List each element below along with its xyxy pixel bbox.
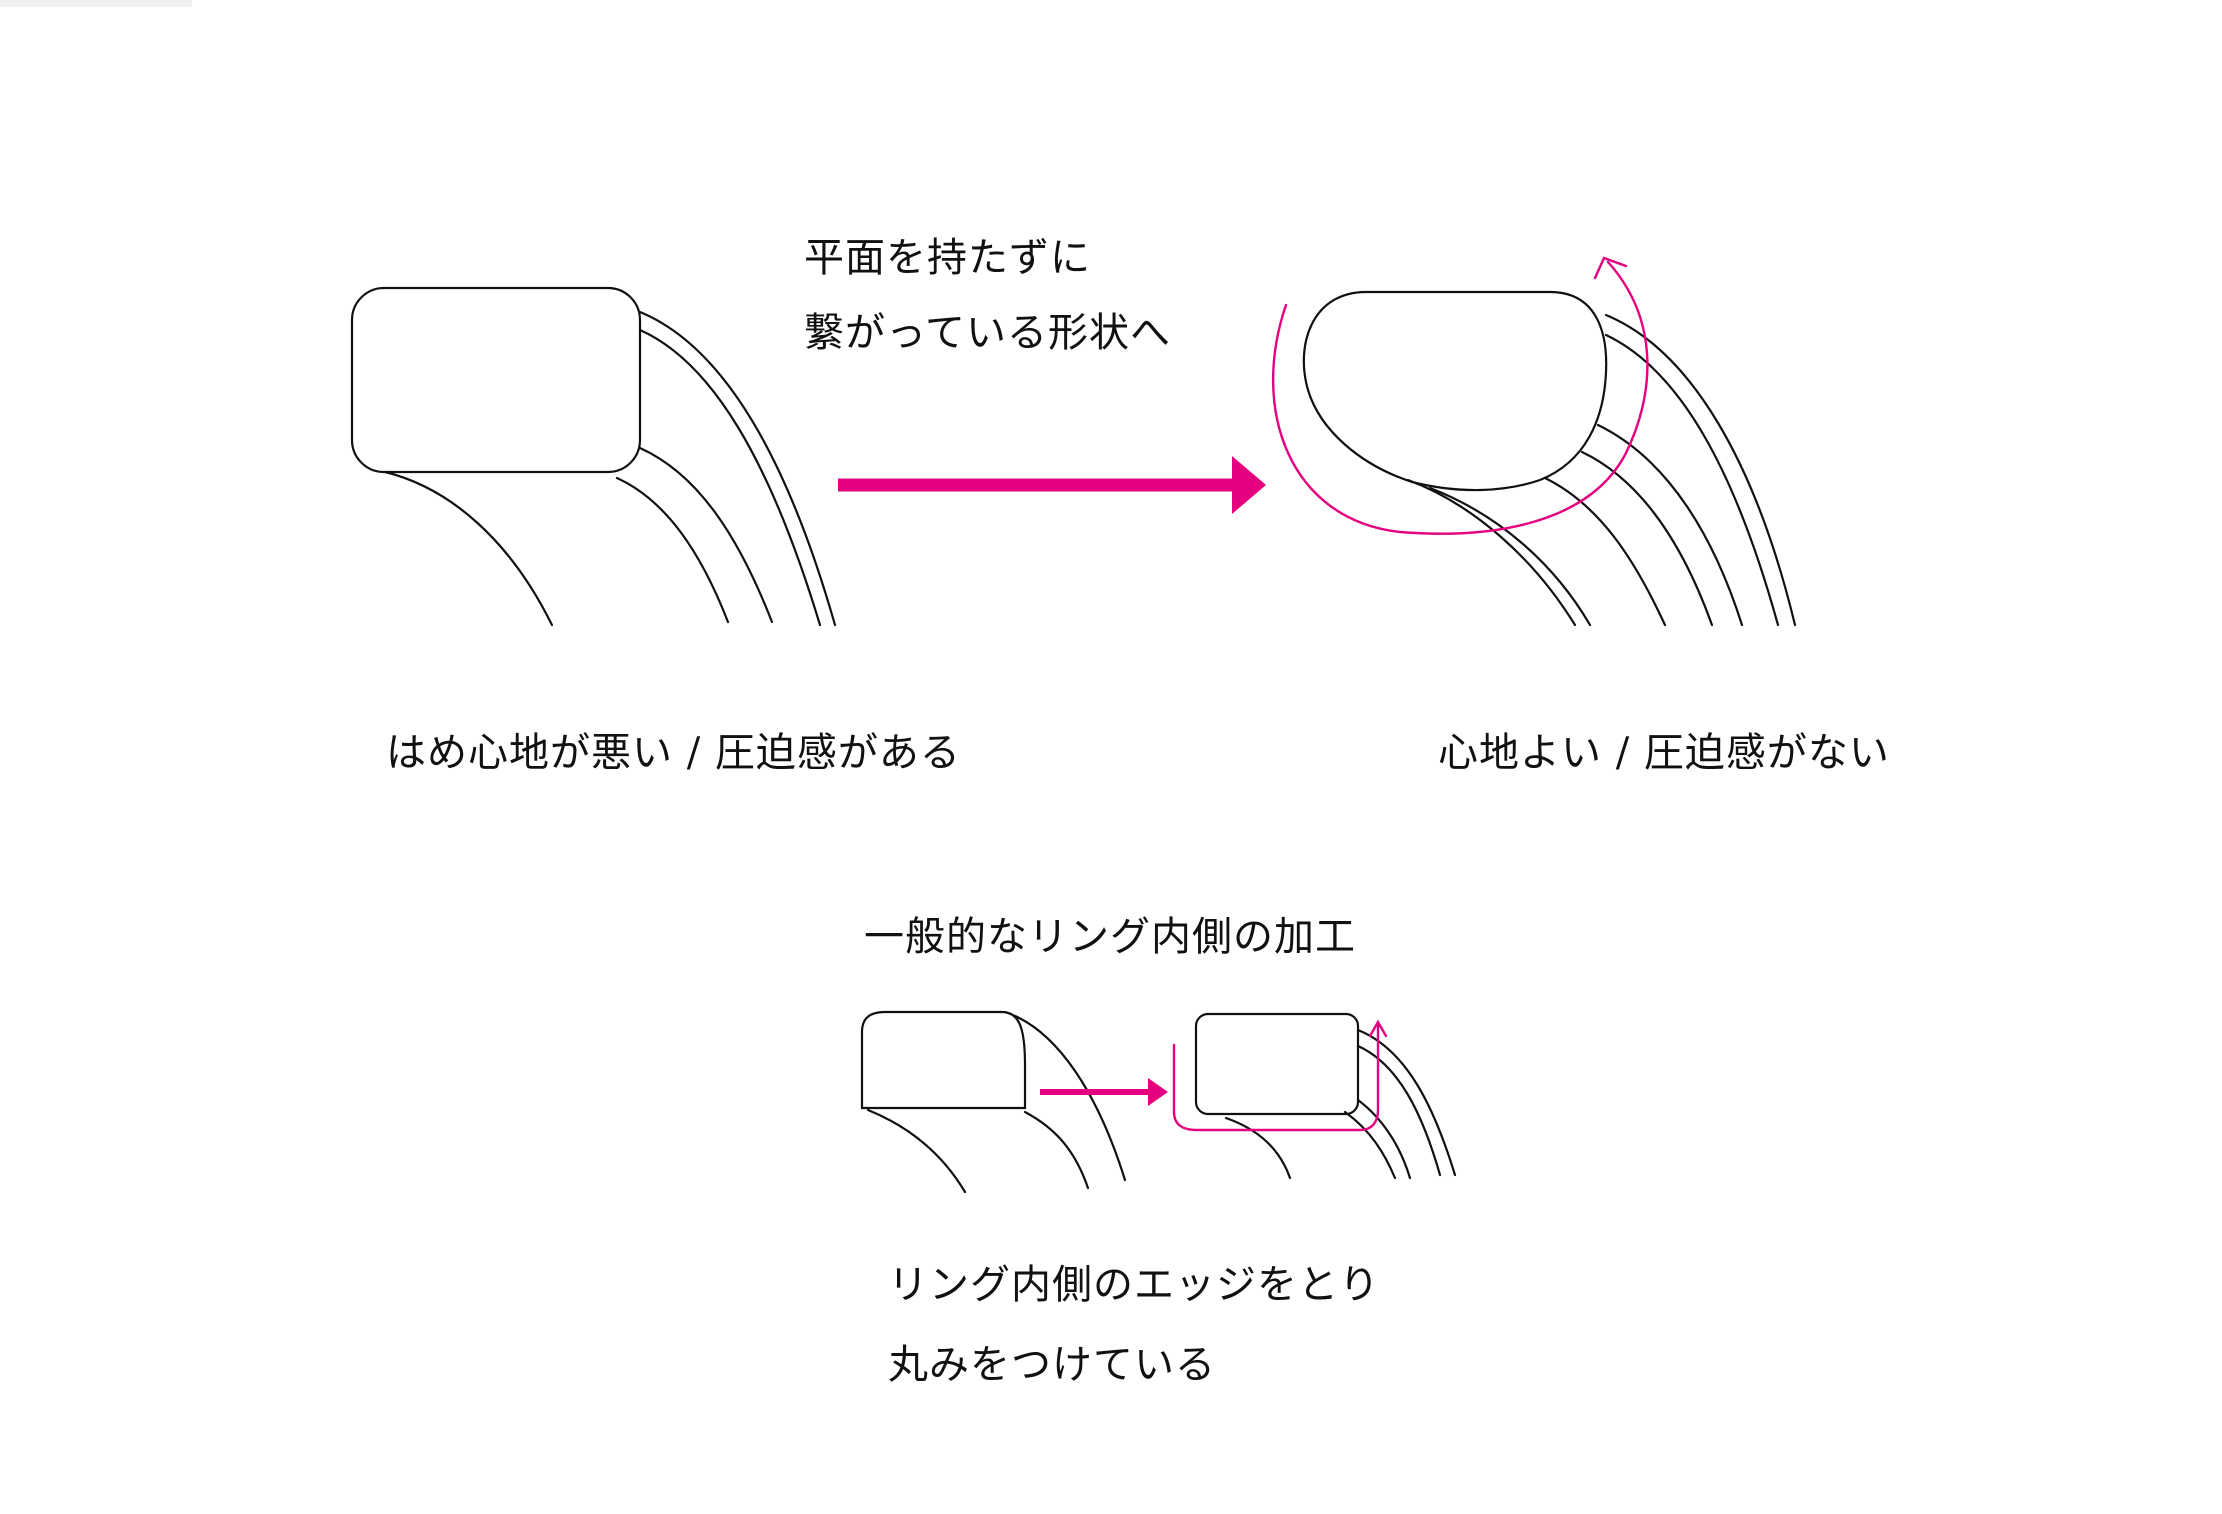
rounded-ring-inner-line-5 <box>1596 423 1744 627</box>
rounded-ring-inner-line-2 <box>1428 486 1592 627</box>
flat-ring-outer-line-1 <box>638 310 837 627</box>
rounded-ring-cross-section <box>1302 290 1608 492</box>
small-flat-ring-profile <box>860 1010 1127 1194</box>
rounded-ring-inner-line-4 <box>1580 450 1714 627</box>
rounded-ring-accent-curve <box>1272 260 1649 535</box>
flat-ring-caption: はめ心地が悪い / 圧迫感がある <box>386 730 961 776</box>
flat-ring-inner-line-1 <box>383 470 554 627</box>
small-rounded-ring-inner-line-3 <box>1343 1110 1397 1180</box>
flat-ring-cross-section <box>350 286 642 474</box>
small-rounded-ring-accent-curve <box>1172 1022 1380 1132</box>
small-rounded-ring-accent-arrowhead <box>1368 1019 1388 1038</box>
arrow-caption-line-1: 平面を持たずに <box>804 235 1091 281</box>
transform-arrow-head <box>1232 456 1266 514</box>
rounded-ring-profile <box>1272 256 1797 627</box>
small-rounded-ring-profile <box>1172 1012 1457 1180</box>
small-rounded-ring-inner-line-1 <box>1224 1116 1292 1180</box>
rounded-ring-outer-line-1 <box>1604 313 1797 627</box>
small-transform-arrow-head <box>1148 1078 1168 1106</box>
small-rounded-ring-cross-section <box>1194 1012 1360 1116</box>
rounded-ring-outer-line-2 <box>1604 333 1780 627</box>
rounded-ring-accent-arrowhead <box>1593 256 1628 280</box>
transform-arrow <box>838 456 1266 514</box>
rounded-ring-inner-line-3 <box>1543 476 1667 627</box>
arrow-caption-line-2: 繋がっている形状へ <box>804 310 1171 356</box>
flat-ring-inner-line-3 <box>638 446 774 624</box>
small-rounded-ring-outer-line-2 <box>1356 1044 1442 1177</box>
flat-ring-profile <box>350 286 837 627</box>
bottom-section-title: 一般的なリング内側の加工 <box>864 914 1356 960</box>
corner-tab <box>0 0 192 7</box>
flat-ring-inner-line-2 <box>615 476 730 624</box>
rounded-ring-inner-line-1 <box>1406 478 1577 627</box>
small-flat-ring-inner-line-2 <box>1023 1110 1090 1190</box>
small-rounded-ring-inner-line-2 <box>1356 1098 1412 1180</box>
bottom-caption-line-1: リング内側のエッジをとり <box>888 1262 1380 1308</box>
small-transform-arrow <box>1040 1078 1168 1106</box>
small-flat-ring-cross-section <box>860 1010 1027 1110</box>
small-flat-ring-outer-line <box>1003 1010 1127 1182</box>
rounded-ring-caption: 心地よい / 圧迫感がない <box>1438 730 1890 776</box>
flat-ring-outer-line-2 <box>638 328 822 627</box>
bottom-caption-line-2: 丸みをつけている <box>888 1342 1216 1388</box>
small-flat-ring-inner-line-1 <box>866 1108 967 1194</box>
small-rounded-ring-outer-line-1 <box>1356 1028 1457 1177</box>
